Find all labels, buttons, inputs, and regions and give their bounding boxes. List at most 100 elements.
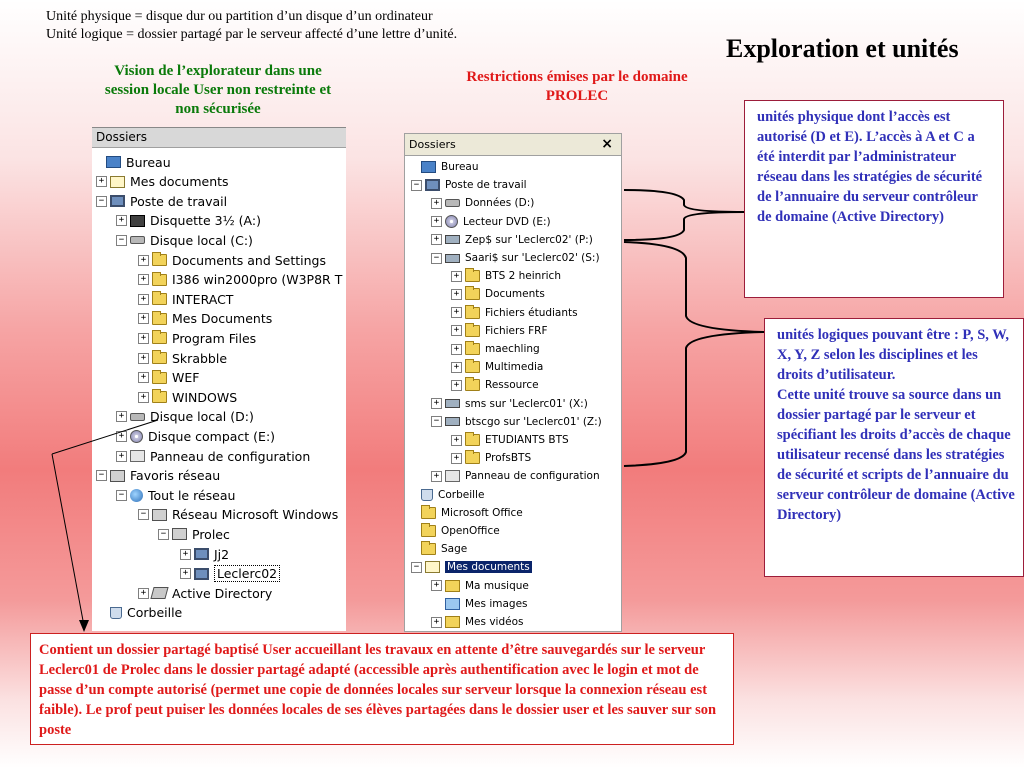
tree-item[interactable]: +Jj2: [180, 544, 229, 564]
collapse-icon[interactable]: −: [138, 509, 149, 521]
tree-item[interactable]: +Mes Documents: [138, 309, 272, 329]
expand-icon[interactable]: +: [431, 398, 442, 410]
expand-icon[interactable]: +: [138, 313, 149, 325]
expand-icon[interactable]: +: [451, 325, 462, 337]
collapse-icon[interactable]: −: [411, 179, 422, 191]
tree-item[interactable]: −btscgo sur 'Leclerc01' (Z:): [431, 413, 602, 431]
expand-icon[interactable]: +: [138, 332, 149, 344]
tree-item[interactable]: +ProfsBTS: [451, 449, 531, 467]
tree-item[interactable]: +Disquette 3½ (A:): [116, 211, 261, 231]
expand-icon[interactable]: +: [138, 352, 149, 364]
tree-item[interactable]: +maechling: [451, 340, 540, 358]
tree-item[interactable]: +Disque compact (E:): [116, 426, 275, 446]
expand-icon[interactable]: +: [451, 452, 462, 464]
expand-icon[interactable]: +: [116, 215, 127, 227]
tree-item[interactable]: +Ressource: [451, 376, 539, 394]
tree-item[interactable]: OpenOffice: [407, 522, 500, 540]
expand-icon[interactable]: +: [96, 176, 107, 188]
expand-icon[interactable]: +: [451, 270, 462, 282]
expand-icon[interactable]: +: [431, 216, 442, 228]
tree-item[interactable]: +Fichiers FRF: [451, 322, 548, 340]
tree-item-label: Active Directory: [172, 585, 273, 601]
tree-item[interactable]: +Panneau de configuration: [431, 467, 600, 485]
expand-icon[interactable]: +: [138, 254, 149, 266]
collapse-icon[interactable]: −: [96, 195, 107, 207]
tree-item[interactable]: +Fichiers étudiants: [451, 304, 578, 322]
tree-item[interactable]: +Mes vidéos: [431, 613, 523, 631]
expand-icon[interactable]: +: [431, 197, 442, 209]
tree-item-label: Mes documents: [130, 174, 229, 190]
tree-item[interactable]: +Lecteur DVD (E:): [431, 213, 551, 231]
tree-item[interactable]: +ETUDIANTS BTS: [451, 431, 569, 449]
tree-item[interactable]: +I386 win2000pro (W3P8R T: [138, 270, 342, 290]
tree-item[interactable]: −Favoris réseau: [96, 466, 220, 486]
tree-item[interactable]: − Réseau Microsoft Windows: [138, 505, 338, 525]
tree-item[interactable]: +INTERACT: [138, 289, 233, 309]
expand-icon[interactable]: +: [451, 379, 462, 391]
expand-icon[interactable]: +: [451, 288, 462, 300]
tree-item[interactable]: Bureau: [407, 158, 479, 176]
tree-item[interactable]: −Prolec: [158, 524, 230, 544]
expand-icon[interactable]: +: [180, 568, 191, 580]
expand-icon[interactable]: +: [451, 307, 462, 319]
tree-item[interactable]: +Ma musique: [431, 577, 529, 595]
tree-item[interactable]: Mes images: [431, 595, 528, 613]
expand-icon[interactable]: +: [116, 450, 127, 462]
tree-item[interactable]: +Program Files: [138, 328, 256, 348]
tree-item[interactable]: +Documents: [451, 285, 545, 303]
expand-icon[interactable]: +: [451, 434, 462, 446]
tree-item[interactable]: +Leclerc02: [180, 564, 281, 584]
tree-item[interactable]: −Tout le réseau: [116, 485, 235, 505]
close-icon[interactable]: ×: [601, 136, 613, 152]
folder-icon: [421, 504, 436, 519]
expand-icon[interactable]: +: [180, 548, 191, 560]
tree-item[interactable]: −Poste de travail: [96, 191, 227, 211]
expand-icon[interactable]: +: [451, 343, 462, 355]
tree-item[interactable]: Corbeille: [407, 486, 484, 504]
collapse-icon[interactable]: −: [96, 470, 107, 482]
tree-item[interactable]: −Disque local (C:): [116, 230, 253, 250]
expand-icon[interactable]: +: [431, 470, 442, 482]
expand-icon[interactable]: +: [138, 372, 149, 384]
collapse-icon[interactable]: −: [431, 416, 442, 428]
expand-icon[interactable]: +: [138, 293, 149, 305]
expand-icon[interactable]: +: [431, 616, 442, 628]
tree-item-label: Réseau Microsoft Windows: [172, 507, 339, 523]
tree-item[interactable]: Sage: [407, 540, 467, 558]
expand-icon[interactable]: +: [431, 234, 442, 246]
tree-item[interactable]: Corbeille: [96, 603, 182, 623]
expand-icon[interactable]: +: [116, 430, 127, 442]
collapse-icon[interactable]: −: [411, 561, 422, 573]
tree-item[interactable]: −Mes documents: [411, 558, 532, 576]
tree-item[interactable]: +sms sur 'Leclerc01' (X:): [431, 395, 588, 413]
collapse-icon[interactable]: −: [116, 489, 127, 501]
tree-item[interactable]: + Mes documents: [96, 172, 229, 192]
expand-icon[interactable]: +: [138, 391, 149, 403]
expand-icon[interactable]: +: [451, 361, 462, 373]
tree-item[interactable]: +WINDOWS: [138, 387, 237, 407]
collapse-icon[interactable]: −: [116, 234, 127, 246]
expand-icon[interactable]: +: [138, 274, 149, 286]
tree-item[interactable]: +WEF: [138, 368, 199, 388]
tree-item[interactable]: +Multimedia: [451, 358, 543, 376]
tree-spacer: [407, 507, 418, 519]
collapse-icon[interactable]: −: [158, 528, 169, 540]
tree-item[interactable]: +Skrabble: [138, 348, 227, 368]
tree-item[interactable]: +Panneau de configuration: [116, 446, 310, 466]
expand-icon[interactable]: +: [116, 411, 127, 423]
tree-spacer: [431, 598, 442, 610]
tree-item[interactable]: Microsoft Office: [407, 504, 523, 522]
tree-item[interactable]: +Données (D:): [431, 194, 534, 212]
tree-item[interactable]: + Active Directory: [138, 583, 272, 603]
expand-icon[interactable]: +: [138, 587, 149, 599]
expand-icon[interactable]: +: [431, 580, 442, 592]
tree-item[interactable]: +BTS 2 heinrich: [451, 267, 561, 285]
note-logical-units-p2: Cette unité trouve sa source dans un dos…: [777, 387, 1015, 523]
collapse-icon[interactable]: −: [431, 252, 442, 264]
tree-item[interactable]: Bureau: [92, 152, 171, 172]
tree-item[interactable]: −Saari$ sur 'Leclerc02' (S:): [431, 249, 600, 267]
tree-item[interactable]: +Zep$ sur 'Leclerc02' (P:): [431, 231, 593, 249]
tree-item[interactable]: +Documents and Settings: [138, 250, 326, 270]
tree-item[interactable]: +Disque local (D:): [116, 407, 254, 427]
tree-item[interactable]: −Poste de travail: [411, 176, 527, 194]
